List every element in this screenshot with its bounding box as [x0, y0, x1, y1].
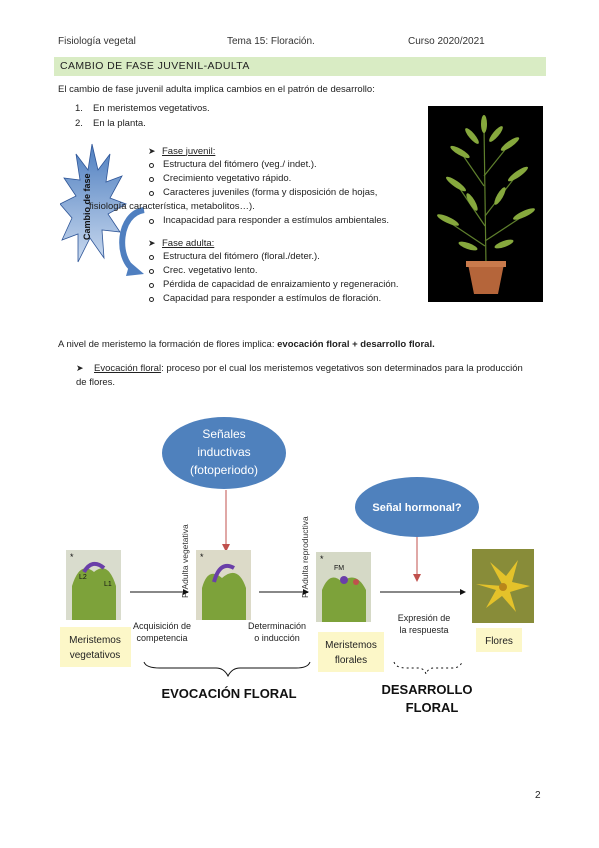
vertical-label-reproductive: F. Adulta reproductiva [300, 516, 310, 598]
page-number: 2 [535, 790, 541, 801]
label-l1: L1 [104, 581, 112, 588]
juvenile-phase-title: Fase juvenil: [162, 145, 216, 157]
list-item: Estructura del fitómero (veg./ indet.). [148, 158, 389, 172]
floral-evocation-diagram: Señales inductivas (fotoperiodo) Señal h… [60, 417, 534, 715]
label-floral-evocation: EVOCACIÓN FLORAL [161, 686, 296, 701]
adult-phase-title: Fase adulta: [162, 237, 215, 249]
hormonal-signal-label: Señal hormonal? [372, 502, 462, 514]
brace-evocation [143, 661, 311, 678]
box-vegetative-line-2: vegetativos [70, 650, 121, 661]
star-burst-shape [60, 143, 127, 263]
svg-text:*: * [320, 554, 324, 564]
right-arrow-icon [303, 589, 309, 595]
intro-text: El cambio de fase juvenil adulta implica… [58, 84, 375, 95]
label-l2: L2 [79, 574, 87, 581]
flower-photo [472, 549, 534, 623]
label-floral-development-1: DESARROLLO [382, 682, 473, 697]
adult-phase-section: ➤ Fase adulta: Estructura del fitómero (f… [148, 236, 399, 306]
box-floral-line-2: florales [335, 655, 367, 666]
header-topic: Tema 15: Floración. [227, 36, 315, 47]
plant-photo [428, 106, 543, 302]
label-floral-development-2: FLORAL [406, 700, 459, 715]
step-response-1: Expresión de [398, 613, 451, 623]
step-induction-2: o inducción [254, 633, 300, 643]
step-response-2: la respuesta [399, 625, 448, 635]
right-arrow-icon [460, 589, 466, 595]
step-induction-1: Determinación [248, 621, 306, 631]
list-item: Incapacidad para responder a estímulos a… [148, 214, 389, 228]
label-fm: FM [334, 565, 344, 572]
evocation-definition: ➤Evocación floral: proceso por el cual l… [76, 363, 523, 388]
meristem-photo-2: * [196, 550, 251, 620]
svg-text:*: * [70, 552, 74, 562]
list-item: Capacidad para responder a estímulos de … [148, 292, 399, 306]
list-item: Caracteres juveniles (forma y disposició… [148, 186, 389, 200]
right-arrow-icon [183, 589, 189, 595]
section-title: CAMBIO DE FASE JUVENIL-ADULTA [54, 57, 546, 76]
brace-development [393, 661, 463, 676]
list-item: Pérdida de capacidad de enraizamiento y … [148, 278, 399, 292]
list-item: Estructura del fitómero (floral./deter.)… [148, 250, 399, 264]
star-label: Cambio de fase [82, 173, 92, 240]
meristem-photo-3: * FM [316, 552, 371, 622]
box-floral-meristems [318, 632, 384, 672]
juvenile-phase-section: ➤ Fase juvenil: Estructura del fitómero (… [89, 144, 389, 228]
phase-change-graphic: Cambio de fase [60, 143, 145, 276]
list-item: Crecimiento vegetativo rápido. [148, 172, 389, 186]
svg-text:*: * [200, 552, 204, 562]
box-floral-line-1: Meristemos [325, 640, 377, 651]
bubble-line-2: inductivas [197, 445, 250, 459]
step-competence-2: competencia [136, 633, 187, 643]
list-item-continued: fisiología característica, metabolitos…)… [89, 201, 255, 212]
potted-plant-image [437, 115, 535, 294]
red-down-arrow-icon [413, 574, 421, 582]
paragraph-meristem: A nivel de meristemo la formación de flo… [58, 339, 435, 350]
curved-arrow-icon [119, 207, 145, 273]
list-item: 2.En la planta. [75, 118, 146, 129]
inductive-signals-bubble [162, 417, 286, 489]
list-item: Crec. vegetativo lento. [148, 264, 399, 278]
arrow-bullet-icon: ➤ [76, 363, 84, 373]
arrow-bullet-icon: ➤ [148, 237, 156, 248]
hormonal-signal-bubble [355, 477, 479, 537]
header-year: Curso 2020/2021 [408, 36, 485, 47]
header-course-name: Fisiología vegetal [58, 36, 136, 47]
box-flowers [476, 628, 522, 652]
red-down-arrow-icon [222, 544, 230, 552]
box-flowers-label: Flores [485, 636, 513, 647]
box-vegetative-meristems [60, 627, 131, 667]
numbered-list: 1.En meristemos vegetativos. 2.En la pla… [75, 103, 210, 133]
step-competence-1: Acquisición de [133, 621, 191, 631]
evocation-term: Evocación floral [94, 363, 162, 374]
meristem-photo-1: * L2 L1 [66, 550, 121, 620]
list-item: 1.En meristemos vegetativos. [75, 103, 210, 114]
vertical-label-vegetative: F. Adulta vegetativa [180, 524, 190, 598]
bubble-line-3: (fotoperiodo) [190, 463, 258, 477]
arrow-bullet-icon: ➤ [148, 145, 156, 156]
bubble-line-1: Señales [202, 427, 245, 441]
box-vegetative-line-1: Meristemos [69, 635, 121, 646]
